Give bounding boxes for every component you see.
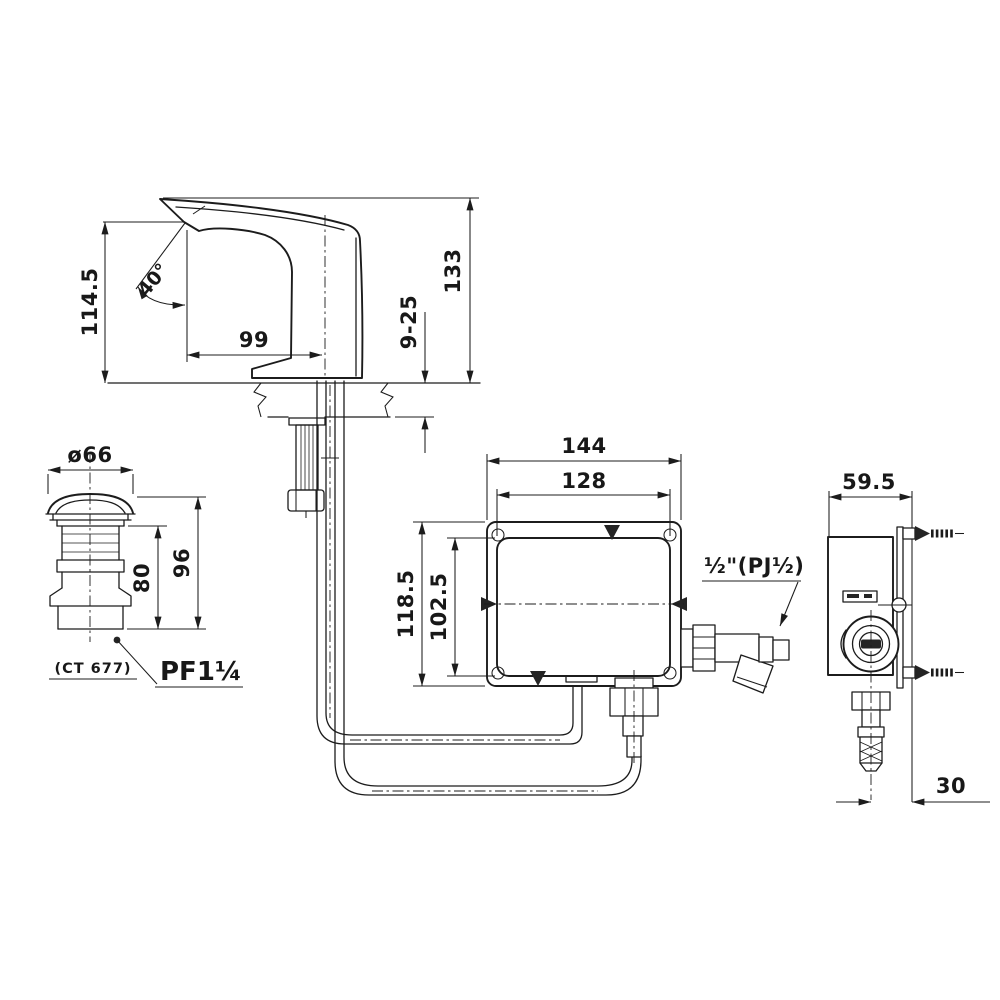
faucet-shank	[287, 417, 326, 518]
drain-cap-dome	[47, 493, 134, 514]
dim-overall-height: 133	[163, 197, 479, 384]
dim-box-depth: 59.5	[828, 470, 913, 536]
shank-washer	[288, 417, 326, 426]
dim-box-mounting-height: 102.5	[427, 537, 495, 677]
dim-spout-reach: 99	[186, 230, 323, 362]
drain-model-code: (CT 677)	[54, 661, 131, 677]
fitting-flange	[680, 628, 694, 668]
inlet-thread-size: ½"(PJ½)	[704, 554, 804, 578]
dim-label-spout-angle: 40°	[133, 259, 173, 301]
faucet-top-inner-edge	[175, 206, 345, 231]
spout-tip-tick	[192, 205, 206, 215]
fitting-end-hex	[758, 636, 774, 663]
dim-label-box-depth: 59.5	[842, 470, 896, 494]
dim-wall-offset: 30	[836, 774, 990, 806]
dim-label-wall-offset: 30	[936, 774, 966, 798]
dim-spout-angle: 40°	[133, 222, 186, 309]
drain-thread-size: PF1¼	[160, 657, 242, 687]
fitting-barrel	[714, 633, 760, 663]
drain-ridge	[56, 559, 125, 573]
supply-hoses	[316, 380, 642, 796]
dim-label-spout-reach: 99	[239, 328, 269, 352]
center-mark-bottom	[530, 671, 546, 686]
connector-stem	[622, 715, 644, 737]
side-valve	[840, 610, 900, 800]
dim-label-box-mounting-width: 128	[561, 469, 606, 493]
dim-label-overall-height: 133	[441, 248, 465, 293]
control-box-side-view	[827, 491, 964, 802]
drain-cap-dome-inner	[55, 499, 126, 514]
shank-body	[295, 424, 319, 491]
valve-center	[861, 639, 881, 649]
faucet-side-view	[107, 198, 481, 518]
dim-label-box-outer-width: 144	[561, 434, 606, 458]
dim-spout-height: 114.5	[78, 221, 184, 384]
dim-label-spout-height: 114.5	[78, 268, 102, 337]
hose-b-wall-outer	[334, 380, 642, 796]
dim-box-mounting-width: 128	[496, 469, 671, 536]
dim-drain-body-height: 80	[128, 525, 167, 630]
dim-label-box-mounting-height: 102.5	[427, 573, 451, 642]
dim-box-outer-width: 144	[486, 434, 682, 520]
dim-box-outer-height: 118.5	[394, 521, 485, 687]
mounting-hole	[491, 666, 505, 680]
bottom-connector	[609, 670, 659, 764]
mounting-deck	[107, 382, 481, 418]
deck-break-right	[380, 382, 394, 418]
dim-label-drain-overall-height: 96	[170, 548, 194, 578]
dim-drain-overall-height: 96	[127, 496, 206, 630]
box-bottom-tab	[565, 675, 598, 683]
hose-a-wall-inner	[325, 380, 574, 736]
mounting-screw-top	[902, 526, 964, 541]
faucet-outline	[159, 198, 364, 379]
drain-assembly-view	[45, 452, 136, 642]
hose-a-wall-outer	[316, 380, 583, 745]
inlet-fitting	[680, 624, 790, 694]
drain-flare	[49, 587, 132, 607]
deck-break-left	[253, 382, 267, 418]
hose-b-wall-inner	[343, 380, 633, 787]
control-box-front-view	[481, 521, 790, 764]
mounting-screw-bottom	[902, 665, 964, 680]
drain-model-label: (CT 677)	[49, 661, 137, 680]
center-mark-top	[604, 525, 620, 540]
valve-tip	[859, 762, 883, 772]
dim-label-box-outer-height: 118.5	[394, 570, 418, 639]
drain-body	[49, 525, 132, 630]
inlet-thread-label: ½"(PJ½)	[702, 554, 804, 627]
valve-left-ear	[840, 629, 847, 659]
dim-label-cap-diameter: ø66	[67, 443, 112, 467]
drain-thread-label: PF1¼	[113, 636, 243, 688]
mounting-hole	[491, 528, 505, 542]
dim-label-drain-body-height: 80	[130, 563, 154, 593]
shank-nut	[287, 489, 325, 512]
dim-cap-diameter: ø66	[47, 443, 134, 494]
mounting-hole	[663, 666, 677, 680]
dim-label-deck-thickness: 9-25	[397, 295, 421, 350]
side-slot	[842, 590, 878, 603]
dim-deck-thickness: 9-25	[395, 295, 434, 453]
fitting-outlet	[772, 639, 790, 661]
